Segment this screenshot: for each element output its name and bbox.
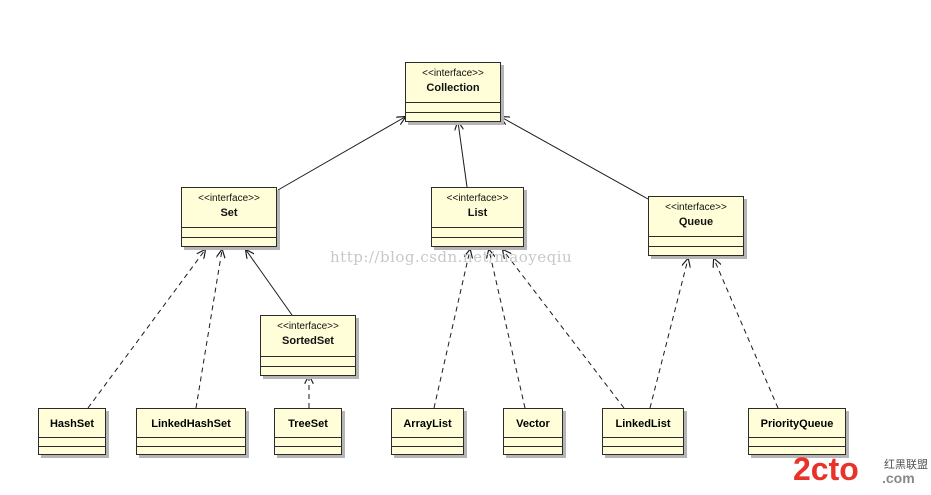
class-name: HashSet xyxy=(49,418,95,430)
separator xyxy=(275,437,341,438)
edge-arraylist-to-list xyxy=(433,250,470,409)
logo-suffix: .com xyxy=(882,470,915,486)
class-vector[interactable]: Vector xyxy=(503,408,563,455)
edge-linkedhashset-to-set xyxy=(195,250,222,409)
stereotype-label: <<interface>> xyxy=(665,202,727,213)
class-name: ArrayList xyxy=(403,418,452,430)
separator xyxy=(182,237,276,238)
separator xyxy=(182,227,276,228)
separator xyxy=(603,446,683,447)
class-priorityqueue[interactable]: PriorityQueue xyxy=(748,408,846,455)
separator xyxy=(432,227,523,228)
separator xyxy=(504,437,562,438)
class-treeset[interactable]: TreeSet xyxy=(274,408,342,455)
interface-name: Collection xyxy=(426,82,480,94)
interface-queue[interactable]: <<interface>> Queue xyxy=(648,196,744,256)
interface-name: List xyxy=(467,207,488,219)
watermark-text: http://blog.csdn.net/maoyeqiu xyxy=(330,248,573,266)
class-name: LinkedHashSet xyxy=(151,418,231,430)
interface-name: SortedSet xyxy=(282,335,334,347)
interface-name: Set xyxy=(220,207,238,219)
separator xyxy=(39,437,105,438)
separator xyxy=(649,236,743,237)
interface-collection[interactable]: <<interface>> Collection xyxy=(405,62,501,122)
separator xyxy=(406,102,500,103)
class-name: PriorityQueue xyxy=(760,418,834,430)
edge-list-to-collection xyxy=(458,122,468,188)
stereotype-label: <<interface>> xyxy=(446,193,509,204)
stereotype-label: <<interface>> xyxy=(277,321,339,332)
edge-hashset-to-set xyxy=(87,250,205,409)
logo-tagline: 红黑联盟 xyxy=(884,458,928,471)
site-logo: 2cto 红黑联盟 .com xyxy=(793,451,928,487)
edge-set-to-collection xyxy=(277,117,405,191)
stereotype-label: <<interface>> xyxy=(422,68,484,79)
class-name: Vector xyxy=(516,418,550,430)
logo-brand: 2cto xyxy=(793,451,859,487)
edge-sortedset-to-set xyxy=(246,250,293,316)
separator xyxy=(432,237,523,238)
class-linkedlist[interactable]: LinkedList xyxy=(602,408,684,455)
separator xyxy=(392,446,463,447)
stereotype-label: <<interface>> xyxy=(198,193,260,204)
edge-queue-to-collection xyxy=(501,117,649,200)
class-hashset[interactable]: HashSet xyxy=(38,408,106,455)
separator xyxy=(137,437,245,438)
separator xyxy=(749,446,845,447)
class-name: LinkedList xyxy=(615,418,671,430)
separator xyxy=(392,437,463,438)
interface-list[interactable]: <<interface>> List xyxy=(431,187,524,247)
separator xyxy=(261,356,355,357)
edge-vector-to-list xyxy=(489,250,526,409)
edge-priorityqueue-to-queue xyxy=(714,259,779,409)
separator xyxy=(603,437,683,438)
interface-sortedset[interactable]: <<interface>> SortedSet xyxy=(260,315,356,376)
separator xyxy=(406,112,500,113)
separator xyxy=(39,446,105,447)
edge-linkedlist-to-list xyxy=(503,250,625,409)
separator xyxy=(749,437,845,438)
interface-name: Queue xyxy=(678,216,714,228)
interface-set[interactable]: <<interface>> Set xyxy=(181,187,277,247)
separator xyxy=(649,246,743,247)
separator xyxy=(137,446,245,447)
edge-linkedlist-to-queue xyxy=(649,259,688,409)
separator xyxy=(261,366,355,367)
class-name: TreeSet xyxy=(288,418,328,430)
class-linkedhashset[interactable]: LinkedHashSet xyxy=(136,408,246,455)
separator xyxy=(504,446,562,447)
class-arraylist[interactable]: ArrayList xyxy=(391,408,464,455)
separator xyxy=(275,446,341,447)
